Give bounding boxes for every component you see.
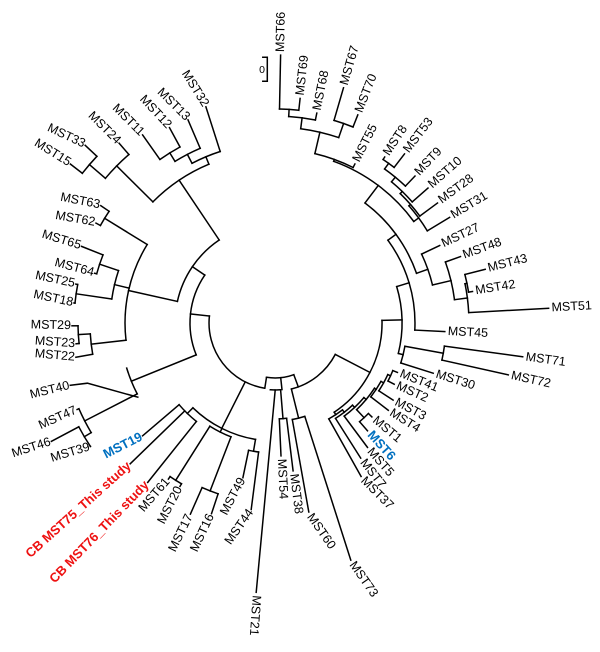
svg-text:MST29: MST29 <box>31 317 72 332</box>
svg-text:MST45: MST45 <box>447 324 488 340</box>
svg-text:MST62: MST62 <box>54 208 96 229</box>
svg-text:MST21: MST21 <box>247 595 264 636</box>
svg-text:MST54: MST54 <box>275 459 291 500</box>
svg-text:MST69: MST69 <box>293 54 311 96</box>
svg-text:MST66: MST66 <box>273 12 288 53</box>
svg-text:MST23: MST23 <box>34 333 75 350</box>
svg-text:0: 0 <box>259 64 265 76</box>
svg-text:MST51: MST51 <box>551 298 592 314</box>
svg-text:MST71: MST71 <box>525 350 567 369</box>
svg-text:MST22: MST22 <box>34 346 75 363</box>
svg-text:MST42: MST42 <box>474 277 516 297</box>
svg-text:MST38: MST38 <box>287 473 306 515</box>
